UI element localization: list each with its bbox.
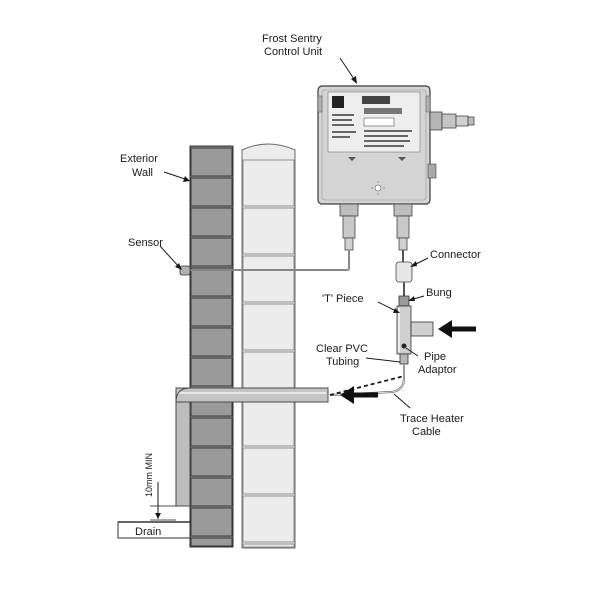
clear-pvc-label-line-2: Tubing	[326, 356, 359, 368]
status-light-icon	[374, 184, 382, 192]
brick	[190, 447, 233, 477]
exterior-brick-wall	[189, 145, 234, 548]
t-piece-label: 'T' Piece	[322, 293, 364, 305]
brick	[190, 297, 233, 327]
inner-block	[242, 447, 295, 495]
inner-wall	[241, 143, 296, 549]
inner-block	[242, 543, 295, 548]
control-unit-label-line-2: Control Unit	[264, 46, 322, 58]
brick	[190, 237, 233, 267]
brick	[190, 357, 233, 387]
connector-label: Connector	[430, 249, 481, 261]
inner-block	[242, 159, 295, 207]
brick	[190, 417, 233, 447]
pipe-adaptor-label-line-2: Adaptor	[418, 364, 457, 376]
sensor-label: Sensor	[128, 237, 163, 249]
leader-lines	[159, 57, 429, 409]
brick	[190, 327, 233, 357]
control-unit-bottom-glands	[339, 203, 413, 251]
trace-heater-cable	[329, 375, 405, 396]
connector	[395, 261, 413, 283]
sensor	[179, 265, 191, 276]
pipe-adaptor-label-line-1: Pipe	[424, 351, 446, 363]
bung	[398, 295, 410, 307]
min-gap-label: 10mm MIN	[144, 453, 154, 497]
flow-arrow-pipe	[340, 386, 378, 404]
inner-block	[242, 399, 295, 447]
brick	[190, 207, 233, 237]
cable-gland	[429, 111, 475, 131]
bung-label: Bung	[426, 287, 452, 299]
min-gap-dimension: 10mm MIN	[144, 453, 176, 521]
control-unit-label-line-1: Frost Sentry	[262, 33, 322, 45]
drain-pipe	[117, 387, 329, 539]
brick	[190, 507, 233, 537]
clear-pvc-label-line-1: Clear PVC	[316, 343, 368, 355]
brick	[190, 537, 233, 547]
brick	[190, 267, 233, 297]
brick	[190, 477, 233, 507]
inner-block	[242, 303, 295, 351]
trace-heater-label-line-1: Trace Heater	[400, 413, 464, 425]
water-inlet-arrow	[438, 320, 476, 338]
inner-block	[242, 495, 295, 543]
brick	[190, 177, 233, 207]
drain-label: Drain	[135, 526, 161, 538]
t-piece	[396, 305, 434, 355]
control-unit-box	[317, 85, 475, 205]
inner-block	[242, 207, 295, 255]
exterior-wall-label-line-2: Wall	[132, 167, 153, 179]
pipe-adaptor	[401, 343, 407, 349]
brick	[190, 147, 233, 177]
inner-block	[242, 255, 295, 303]
exterior-wall-label-line-1: Exterior	[120, 153, 158, 165]
trace-heater-label-line-2: Cable	[412, 426, 441, 438]
